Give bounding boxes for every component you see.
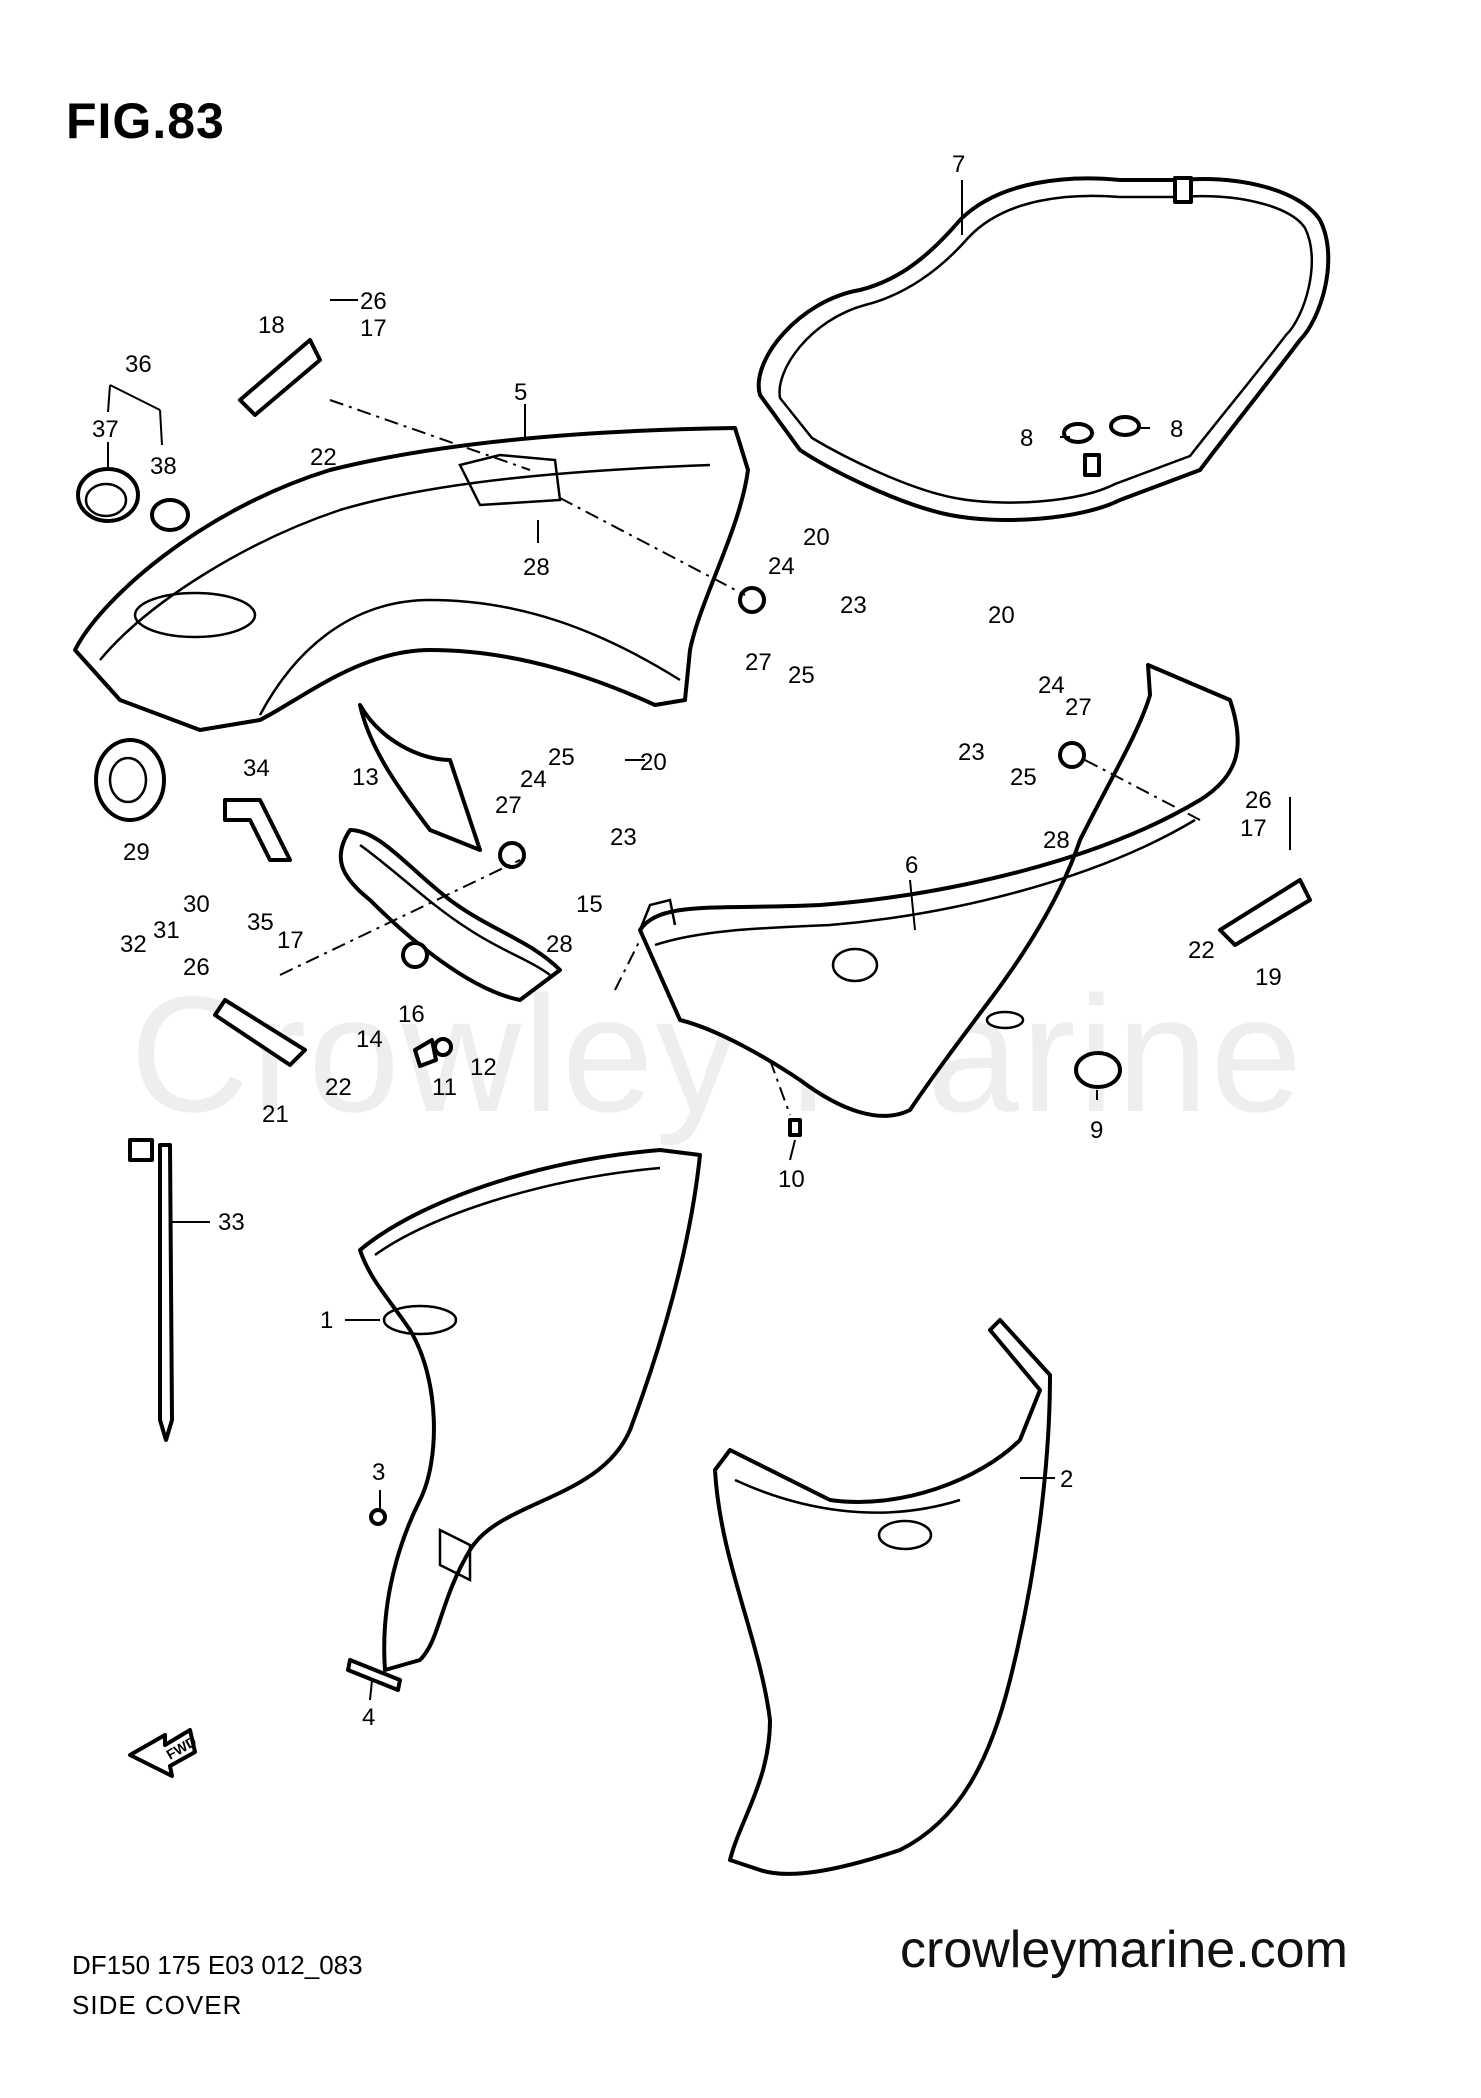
part-2-lower-rear-cover [713,1318,1052,1876]
callout-15: 15 [576,891,603,918]
part-11-clip [413,1038,438,1068]
callout-5: 5 [514,379,527,406]
callout-31: 31 [153,917,180,944]
part-12-washer [433,1037,453,1057]
callout-38: 38 [150,453,177,480]
callout-10: 10 [778,1166,805,1193]
callout-22c: 22 [1188,937,1215,964]
part-34-bracket [223,798,292,862]
callout-labels: 7 8 8 26 18 17 36 5 37 38 22 28 20 24 23… [92,151,1282,1731]
part-8-plug-b [1109,415,1141,437]
part-27-bushing-a [738,586,766,614]
part-1-lower-front-cover [358,1148,702,1672]
part-19-handle [1218,878,1312,947]
site-url[interactable]: crowleymarine.com [900,1921,1348,1979]
callout-32: 32 [120,931,147,958]
leader-lines [107,180,1291,1701]
callout-20c: 20 [640,749,667,776]
callout-25b: 25 [1010,764,1037,791]
callout-29: 29 [123,839,150,866]
callout-27c: 27 [495,792,522,819]
part-37-grommet [76,467,140,523]
alignment-line [769,1059,791,1116]
callout-35: 35 [247,909,274,936]
callout-26c: 26 [1245,787,1272,814]
part-9-plug [1074,1051,1122,1089]
part-27-bushing-b [1058,741,1086,769]
callout-24b: 24 [1038,672,1065,699]
part-7-seal [756,176,1331,522]
callout-9: 9 [1090,1117,1103,1144]
callout-21: 21 [262,1101,289,1128]
callout-25a: 25 [788,662,815,689]
callout-17a: 17 [360,315,387,342]
callout-22a: 22 [310,444,337,471]
figure-title: FIG.83 [66,93,225,149]
part-6-rear-cover [638,663,1240,1118]
callout-26a: 26 [360,288,387,315]
part-16-bushing [401,941,429,969]
callout-34: 34 [243,755,270,782]
callout-28b: 28 [1043,827,1070,854]
callout-17c: 17 [1240,815,1267,842]
callout-22b: 22 [325,1074,352,1101]
part-27-bushing-c [498,841,526,869]
part-4-bolt [346,1658,402,1692]
callout-28c: 28 [546,931,573,958]
part-21-handle [213,998,307,1067]
callout-33: 33 [218,1209,245,1236]
diagram-caption: SIDE COVER [72,1990,243,2020]
callout-24a: 24 [768,553,795,580]
callout-26b: 26 [183,954,210,981]
callout-8b: 8 [1170,416,1183,443]
part-13-bracket [338,828,562,1002]
part-29-grommet [94,738,166,822]
callout-6: 6 [905,852,918,879]
callout-36: 36 [125,351,152,378]
callout-23a: 23 [840,592,867,619]
callout-30: 30 [183,891,210,918]
callout-8a: 8 [1020,425,1033,452]
callout-14: 14 [356,1026,383,1053]
callout-37: 37 [92,416,119,443]
callout-3: 3 [372,1459,385,1486]
callout-19: 19 [1255,964,1282,991]
callout-16: 16 [398,1001,425,1028]
callout-17b: 17 [277,927,304,954]
part-5-upper-cover [73,426,750,852]
callout-2: 2 [1060,1466,1073,1493]
callout-25c: 25 [548,744,575,771]
callout-11: 11 [432,1074,457,1101]
callout-27b: 27 [1065,694,1092,721]
callout-13: 13 [352,764,379,791]
diagram-code: DF150 175 E03 012_083 [72,1950,363,1980]
alignment-line [614,939,641,991]
callout-12: 12 [470,1054,497,1081]
part-10-bolt [788,1118,802,1137]
part-18-handle [238,338,322,417]
callout-23b: 23 [958,739,985,766]
callout-4: 4 [362,1704,375,1731]
part-3-bolt [369,1508,387,1526]
callout-27a: 27 [745,649,772,676]
alignment-line [329,399,531,471]
callout-20b: 20 [988,602,1015,629]
alignment-line [559,497,746,596]
callout-24c: 24 [520,766,547,793]
alignment-line [1084,759,1201,821]
callout-18: 18 [258,312,285,339]
forward-arrow-icon: FWD [128,1728,199,1778]
callout-23c: 23 [610,824,637,851]
callout-7: 7 [952,151,965,178]
callout-28a: 28 [523,554,550,581]
callout-1: 1 [320,1307,333,1334]
part-8-plug-a [1062,422,1094,444]
callout-20a: 20 [803,524,830,551]
part-33-rod [128,1138,174,1442]
part-38-cap [150,498,190,532]
